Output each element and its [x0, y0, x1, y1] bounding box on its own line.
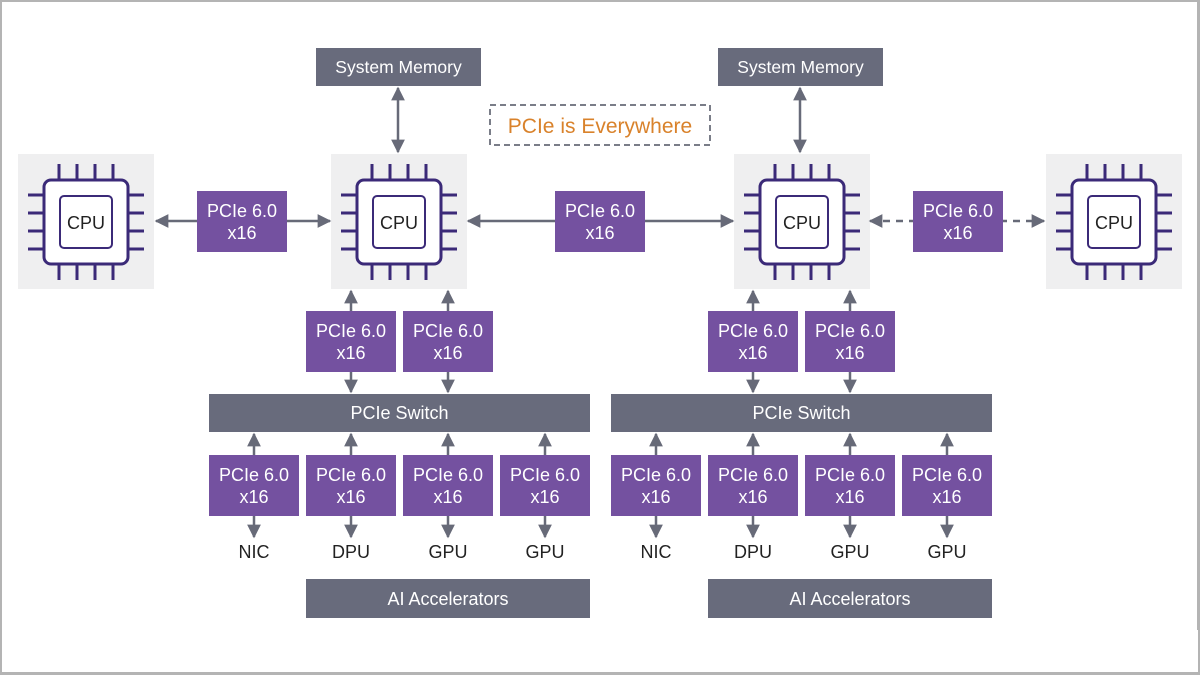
cpu-chip-icon	[1056, 164, 1172, 280]
link-badge-line1: PCIe 6.0	[316, 321, 386, 341]
link-badge-line2: x16	[433, 343, 462, 363]
link-badge-line1: PCIe 6.0	[923, 201, 993, 221]
title-text: PCIe is Everywhere	[508, 115, 692, 138]
link-badge-line2: x16	[641, 487, 670, 507]
device-label: NIC	[641, 542, 672, 562]
cpu-link-badge-1: PCIe 6.0 x16	[197, 191, 287, 252]
pcie-switch: PCIe Switch	[209, 394, 590, 432]
link-badge-line1: PCIe 6.0	[219, 465, 289, 485]
device-label: GPU	[428, 542, 467, 562]
link-badge-line2: x16	[239, 487, 268, 507]
cpu-tile-1: CPU	[18, 154, 154, 289]
link-badge-line1: PCIe 6.0	[912, 465, 982, 485]
ai-accelerators-group: AI Accelerators	[708, 579, 992, 618]
frame-right-edge	[1197, 2, 1199, 630]
system-memory-right: System Memory	[718, 48, 883, 86]
link-badge-line2: x16	[738, 343, 767, 363]
title-callout: PCIe is Everywhere	[489, 104, 711, 146]
link-badge-line2: x16	[932, 487, 961, 507]
pcie-switch: PCIe Switch	[611, 394, 992, 432]
cpu-label: CPU	[783, 213, 821, 233]
link-badge-line1: PCIe 6.0	[413, 321, 483, 341]
ai-accelerators-group: AI Accelerators	[306, 579, 590, 618]
cpu-link-badge-2: PCIe 6.0 x16	[555, 191, 645, 252]
ai-accelerators-label: AI Accelerators	[789, 589, 910, 609]
link-badge-line1: PCIe 6.0	[207, 201, 277, 221]
device-label: GPU	[525, 542, 564, 562]
system-memory-label: System Memory	[737, 57, 864, 77]
system-memory-left: System Memory	[316, 48, 481, 86]
link-badge-line1: PCIe 6.0	[316, 465, 386, 485]
link-badge-line2: x16	[227, 223, 256, 243]
link-badge-line1: PCIe 6.0	[718, 321, 788, 341]
cpu-chip-icon	[28, 164, 144, 280]
device-label: DPU	[734, 542, 772, 562]
cpu-chip-icon	[744, 164, 860, 280]
title-dashed-border	[489, 104, 711, 146]
system-memory-label: System Memory	[335, 57, 462, 77]
cpu-label: CPU	[380, 213, 418, 233]
link-badge-line1: PCIe 6.0	[621, 465, 691, 485]
link-badge-line2: x16	[835, 487, 864, 507]
pcie-switch-label: PCIe Switch	[350, 403, 448, 423]
link-badge-line1: PCIe 6.0	[510, 465, 580, 485]
link-badge-line1: PCIe 6.0	[815, 321, 885, 341]
cpu-label: CPU	[1095, 213, 1133, 233]
link-badge-line2: x16	[530, 487, 559, 507]
device-label: NIC	[239, 542, 270, 562]
link-badge-line2: x16	[943, 223, 972, 243]
device-label: GPU	[830, 542, 869, 562]
cpu-label: CPU	[67, 213, 105, 233]
cpu-chip-icon	[341, 164, 457, 280]
link-badge-line2: x16	[336, 343, 365, 363]
link-badge-line1: PCIe 6.0	[565, 201, 635, 221]
ai-accelerators-label: AI Accelerators	[387, 589, 508, 609]
cpu-tile-2: CPU	[331, 154, 467, 289]
link-badge-line1: PCIe 6.0	[718, 465, 788, 485]
device-label: GPU	[927, 542, 966, 562]
cpu-layer: CPU CPU CPU CPU	[18, 154, 1182, 289]
link-badge-line2: x16	[585, 223, 614, 243]
link-badge-line2: x16	[433, 487, 462, 507]
cpu-link-badge-3: PCIe 6.0 x16	[913, 191, 1003, 252]
cpu-tile-3: CPU	[734, 154, 870, 289]
link-badge-line1: PCIe 6.0	[413, 465, 483, 485]
device-label: DPU	[332, 542, 370, 562]
link-badge-line2: x16	[738, 487, 767, 507]
cpu-tile-4: CPU	[1046, 154, 1182, 289]
link-badge-line2: x16	[835, 343, 864, 363]
link-badge-line1: PCIe 6.0	[815, 465, 885, 485]
link-badge-line2: x16	[336, 487, 365, 507]
pcie-switch-label: PCIe Switch	[752, 403, 850, 423]
